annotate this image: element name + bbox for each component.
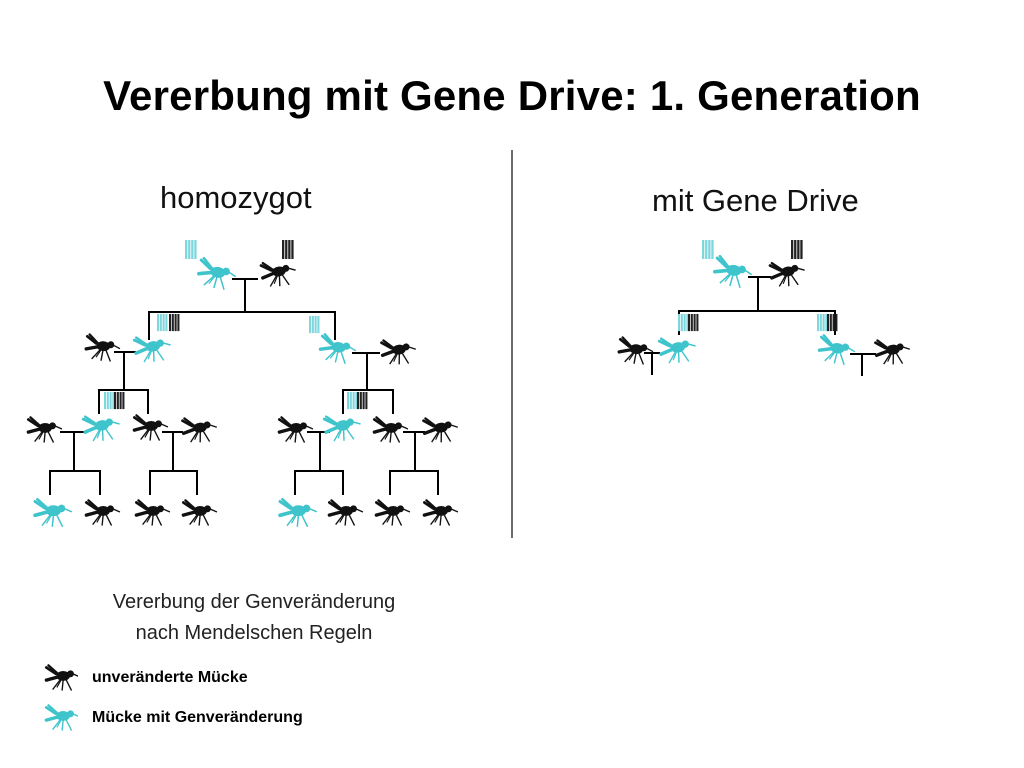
chromosome-unchanged-icon [357, 392, 368, 410]
mosquito-modified-icon [711, 253, 756, 292]
chromosome-modified-icon [185, 240, 197, 259]
mosquito-unchanged-icon [180, 414, 220, 446]
mosquito-modified-icon [132, 331, 175, 366]
chromosome-unchanged-icon [791, 240, 803, 259]
lineage-line [149, 470, 198, 495]
mosquito-unchanged-icon [259, 257, 300, 291]
chromosome-modified-icon [678, 314, 689, 332]
legend-label-unchanged: unveränderte Mücke [92, 669, 248, 686]
mosquito-modified-icon [317, 332, 360, 367]
mosquito-modified-icon [81, 410, 124, 445]
chromosome-unchanged-icon [282, 240, 294, 259]
chromosome-unchanged-icon [688, 314, 699, 332]
mosquito-modified-icon [657, 332, 700, 367]
mosquito-modified-icon [33, 497, 74, 529]
lineage-line [148, 311, 336, 340]
chromosome-modified-icon [817, 314, 828, 332]
caption-line-2: nach Mendelschen Regeln [135, 622, 373, 644]
caption: Vererbung der Genveränderung nach Mendel… [54, 587, 454, 649]
chromosome-modified-icon [104, 392, 115, 410]
lineage-line [342, 389, 394, 414]
mosquito-unchanged-icon [374, 498, 412, 528]
lineage-line [49, 470, 101, 495]
mosquito-unchanged-icon [372, 415, 410, 445]
mosquito-unchanged-icon [26, 415, 64, 445]
chromosome-unchanged-icon [114, 392, 125, 410]
chromosome-modified-icon [347, 392, 358, 410]
panel-divider [511, 150, 513, 538]
lineage-line [294, 470, 344, 495]
slide-title: Vererbung mit Gene Drive: 1. Generation [103, 72, 921, 119]
lineage-line [678, 310, 836, 335]
mosquito-icon [44, 704, 78, 732]
mosquito-modified-icon [322, 410, 365, 445]
mosquito-unchanged-icon [277, 415, 315, 445]
legend-item-unchanged: unveränderte Mücke [42, 664, 248, 692]
caption-line-1: Vererbung der Genveränderung [112, 591, 396, 613]
mosquito-modified-icon [195, 255, 240, 294]
mosquito-unchanged-icon [134, 498, 172, 528]
legend-label-modified: Mücke mit Genveränderung [92, 709, 303, 726]
mosquito-icon [44, 664, 78, 692]
legend-item-modified: Mücke mit Genveränderung [42, 704, 303, 732]
chromosome-unchanged-icon [169, 314, 180, 332]
mosquito-unchanged-icon [422, 498, 460, 528]
chromosome-unchanged-icon [827, 314, 838, 332]
mosquito-unchanged-icon [181, 498, 219, 528]
mosquito-modified-icon [816, 333, 859, 368]
lineage-line [389, 470, 439, 495]
chromosome-modified-icon [309, 316, 320, 334]
mosquito-unchanged-icon [379, 336, 419, 368]
mosquito-unchanged-icon [768, 257, 809, 291]
chromosome-modified-icon [157, 314, 168, 332]
mosquito-unchanged-icon [616, 335, 656, 367]
mosquito-unchanged-icon [84, 498, 122, 528]
right-panel-title: mit Gene Drive [652, 183, 859, 218]
lineage-line [98, 389, 149, 414]
mosquito-modified-icon [278, 497, 319, 529]
mosquito-unchanged-icon [327, 498, 365, 528]
mosquito-unchanged-icon [132, 413, 170, 443]
mosquito-unchanged-icon [873, 336, 913, 368]
chromosome-modified-icon [702, 240, 714, 259]
mosquito-unchanged-icon [421, 414, 461, 446]
mosquito-unchanged-icon [83, 332, 123, 364]
left-panel-title: homozygot [160, 180, 312, 215]
